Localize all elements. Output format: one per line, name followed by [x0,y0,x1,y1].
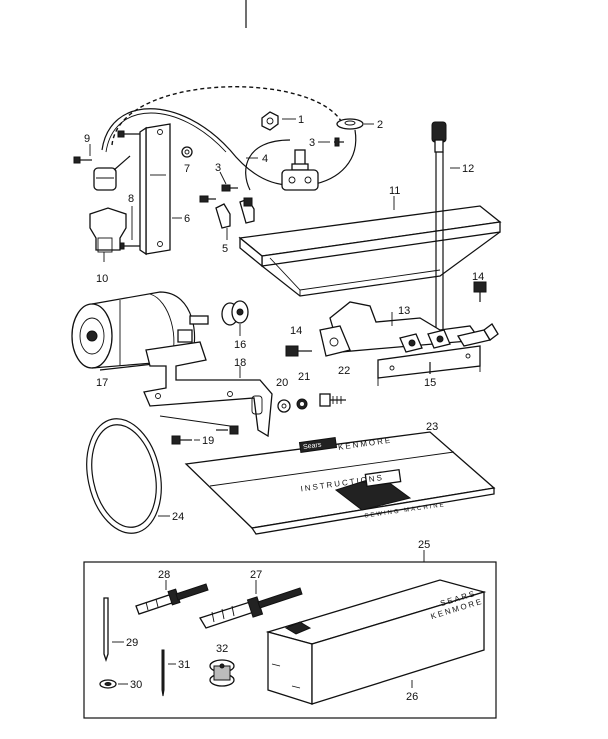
callout-3a: 3 [309,137,315,149]
cord-4 [101,108,291,186]
part-16-pulley [221,300,249,326]
cord-4-inner [105,112,227,153]
callout-6: 6 [184,213,190,225]
part-31-needle [161,649,165,697]
controller-connector [281,149,319,191]
callout-15: 15 [424,377,436,389]
part-1-nut [261,111,279,131]
part-19-screws [159,415,239,445]
callout-14b: 14 [290,325,302,337]
part-10-plug [89,207,127,262]
callout-25: 25 [418,539,430,551]
part-24-belt [86,418,162,534]
part-15-plate [377,345,481,386]
part-23-instruction-book [184,431,496,535]
callout-10: 10 [96,273,108,285]
callout-24: 24 [172,511,184,523]
cord-dashed [111,86,346,146]
part-3-screws [199,184,238,203]
callout-13: 13 [398,305,410,317]
part-27-screwdriver [199,587,303,629]
callout-7: 7 [184,163,190,175]
part-30-washer [99,679,117,689]
part-32-bobbin [209,659,235,687]
part-13-latch [319,301,499,357]
part-12-lever [431,121,447,336]
part-2-washer [336,118,364,130]
callout-11: 11 [389,185,400,197]
callout-8: 8 [128,193,134,205]
part-9-screw [73,156,92,164]
callout-14a: 14 [472,271,484,283]
callout-20: 20 [276,377,288,389]
part-20-washer [277,399,291,413]
callout-5: 5 [222,243,228,255]
part-7-nut [181,146,193,158]
callout-30: 30 [130,679,142,691]
callout-18: 18 [234,357,246,369]
part-6-bracket [139,123,171,256]
callout-19: 19 [202,435,214,447]
part-14-screw-left [285,345,312,357]
part-3-screw [334,137,344,147]
part-18-bracket [143,341,273,438]
part-28-screwdriver [135,583,209,615]
part-14-screw-right [473,281,487,302]
callout-16: 16 [234,339,246,351]
callout-27: 27 [250,569,262,581]
callout-31: 31 [178,659,190,671]
part-21-lockwasher [296,398,308,410]
part-22-screw [319,393,346,407]
callout-23: 23 [426,421,438,433]
part-29-pin [103,597,109,663]
callout-32: 32 [216,643,228,655]
callout-2: 2 [377,119,383,131]
part-8-screws [117,130,140,250]
callout-12: 12 [462,163,474,175]
callout-9: 9 [84,133,90,145]
callout-28: 28 [158,569,170,581]
callout-3b: 3 [215,162,221,174]
callout-22: 22 [338,365,350,377]
callout-21: 21 [298,371,310,383]
part-26-box [265,579,487,705]
cord-3-loop-right [309,129,357,186]
part-11-tray [238,205,502,297]
cord-3-loop [245,139,291,191]
callout-4: 4 [262,153,268,165]
manual-brand: Sears [303,442,323,452]
callout-26: 26 [406,691,418,703]
accessory-frame [83,561,497,719]
callout-1: 1 [298,114,304,126]
callout-17: 17 [96,377,108,389]
part-5-clips [215,197,255,229]
cord-clamp [93,155,131,191]
callout-29: 29 [126,637,138,649]
